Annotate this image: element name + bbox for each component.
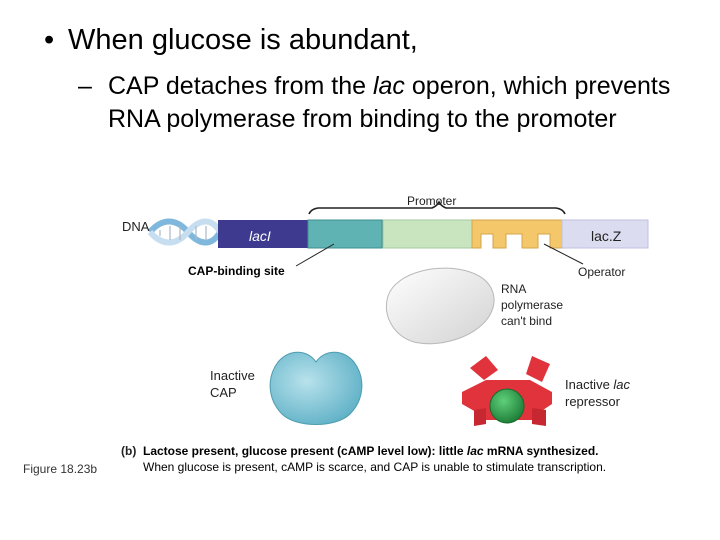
cap-binding-site <box>307 219 383 249</box>
inactive-cap <box>269 351 363 425</box>
rnap-label-1: RNA <box>501 282 526 296</box>
laci-gene <box>218 220 308 248</box>
main-bullet: • When glucose is abundant, <box>44 24 418 57</box>
caption-line-2: When glucose is present, cAMP is scarce,… <box>143 460 606 474</box>
rna-polymerase <box>386 267 495 345</box>
sub-text-italic: lac <box>372 72 405 100</box>
bullet-dot: • <box>44 24 55 56</box>
rnap-label-3: can't bind <box>501 314 552 328</box>
promoter-region <box>382 219 473 249</box>
cap-label-2: CAP <box>210 385 237 400</box>
rnap-label-2: polymerase <box>501 298 563 312</box>
dna-helix <box>147 218 223 246</box>
lacz-gene <box>561 219 649 249</box>
figure-label: Figure 18.23b <box>23 462 97 476</box>
caption-line-1: Lactose present, glucose present (cAMP l… <box>143 444 598 458</box>
laci-label: lacI <box>249 228 271 244</box>
repressor-label-1: Inactive lac <box>565 377 631 392</box>
sub-bullet-text: CAP detaches from the lac operon, which … <box>108 70 678 136</box>
promoter-bracket <box>308 200 566 215</box>
operator-label: Operator <box>578 265 625 279</box>
sub-dash: – <box>78 72 92 100</box>
sub-text-part-b: operon, which prevents RNA polymerase fr… <box>108 72 671 133</box>
caption-part: (b) <box>121 444 136 458</box>
inducer-molecule <box>489 388 525 424</box>
operator-region <box>471 219 563 249</box>
cap-site-label: CAP-binding site <box>188 264 285 278</box>
operator-pointer <box>543 243 584 265</box>
cap-site-pointer <box>295 243 335 267</box>
bullet-text: When glucose is abundant, <box>68 24 418 56</box>
dna-label: DNA <box>122 219 150 234</box>
lacz-label: lac.Z <box>591 228 622 244</box>
promoter-label: Promoter <box>407 194 456 208</box>
sub-text-part-a: CAP detaches from the <box>108 72 373 100</box>
cap-label-1: Inactive <box>210 368 255 383</box>
repressor-label-2: repressor <box>565 394 621 409</box>
sub-bullet: – CAP detaches from the lac operon, whic… <box>78 70 678 136</box>
